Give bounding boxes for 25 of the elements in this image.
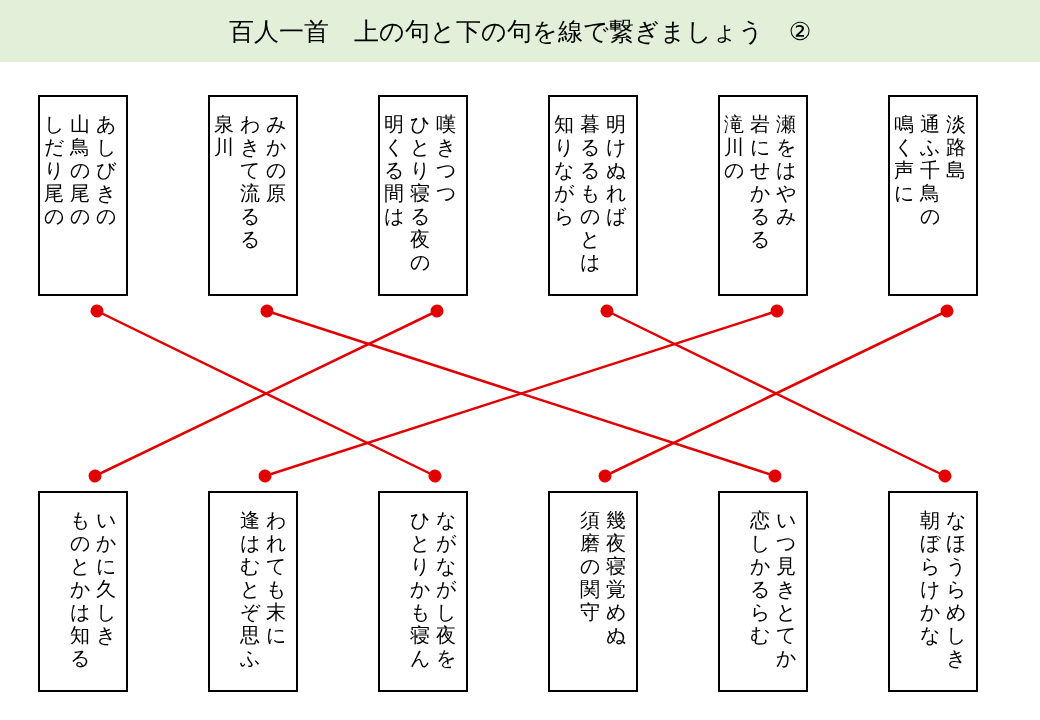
poem-card [38, 95, 128, 296]
poem-text: 淡路島通ふ千鳥の鳴く声に [893, 113, 966, 228]
poem-card [38, 491, 128, 692]
poem-card [888, 95, 978, 296]
title: 百人一首 上の句と下の句を線で繋ぎましょう ② [228, 15, 812, 48]
poem-text: 嘆きつつひとり寝る夜の明くる間は [383, 113, 456, 274]
poem-card [378, 491, 468, 692]
poem-card [208, 491, 298, 692]
poem-text: いつ見きとてか恋しかるらむ [749, 509, 796, 670]
poem-card [718, 491, 808, 692]
poem-card [548, 95, 638, 296]
poem-text: なほうらめしき朝ぼらけかな [919, 509, 966, 670]
poem-text: ながながし夜をひとりかも寝ん [409, 509, 456, 670]
poem-card [548, 491, 638, 692]
poem-text: 幾夜寝覚めぬ須磨の関守 [579, 509, 626, 647]
poem-card [378, 95, 468, 296]
poem-text: 明けぬれば暮るるものとは知りながら [553, 113, 626, 274]
poem-text: みかの原わきて流るる泉川 [213, 113, 286, 251]
poem-text: 瀬をはやみ岩にせかるる滝川の [723, 113, 796, 251]
poem-text: われても末に逢はむとぞ思ふ [239, 509, 286, 670]
poem-card [208, 95, 298, 296]
poem-text: あしびきの山鳥の尾のしだり尾の [43, 113, 116, 228]
poem-text: いかに久しきものとかは知る [69, 509, 116, 670]
poem-card [718, 95, 808, 296]
poem-card [888, 491, 978, 692]
